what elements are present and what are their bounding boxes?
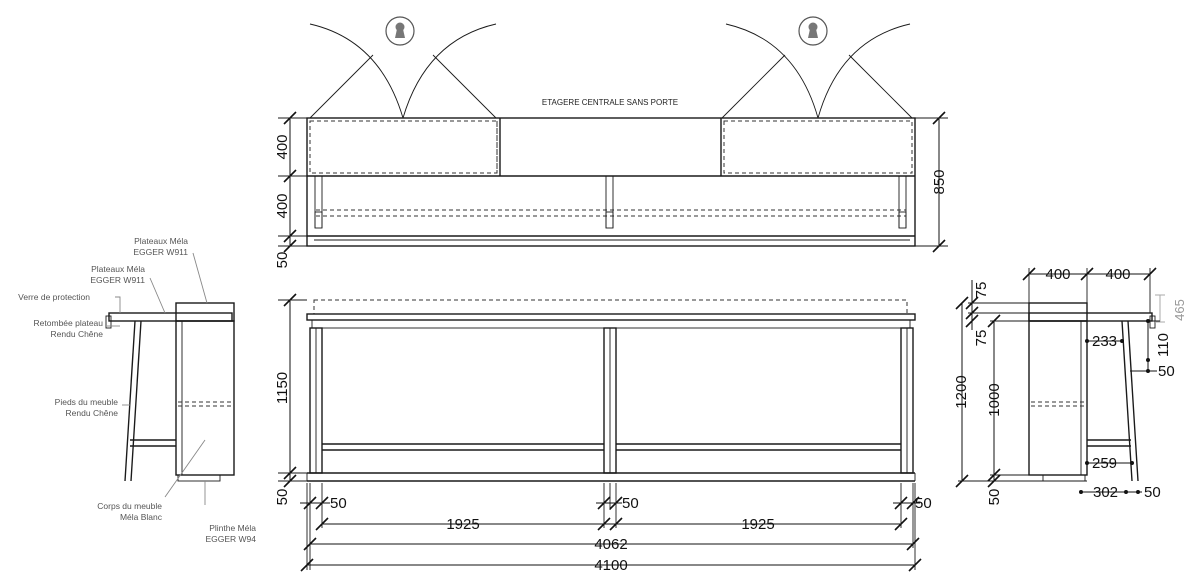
dim-50-sideright: 50 [1158, 363, 1175, 380]
dim-1000: 1000 [986, 383, 1003, 416]
label-pieds-line1: Pieds du meuble [55, 397, 119, 407]
label-corps-line2: Méla Blanc [120, 512, 163, 522]
dim-302: 302 [1093, 484, 1118, 501]
dim-50-right: 50 [915, 495, 932, 512]
dim-50-front: 50 [274, 489, 291, 506]
left-side-view: Plateaux Méla EGGER W911 Plateaux Méla E… [18, 236, 256, 544]
label-plateaux-1-line1: Plateaux Méla [134, 236, 188, 246]
dim-50-bottom: 50 [1144, 484, 1161, 501]
dim-400-lower: 400 [274, 193, 291, 218]
dim-75-second: 75 [973, 330, 990, 347]
keyhole-icon [385, 16, 415, 46]
label-plinthe-line1: Plinthe Méla [209, 523, 256, 533]
label-plateaux-2-line1: Plateaux Méla [91, 264, 145, 274]
dim-50-top: 50 [274, 252, 291, 269]
label-retombee-line2: Rendu Chêne [51, 329, 104, 339]
label-plateaux-2-line2: EGGER W911 [90, 275, 145, 285]
label-pieds-line2: Rendu Chêne [66, 408, 119, 418]
dim-4100: 4100 [594, 557, 627, 574]
door-swing-right [721, 23, 913, 119]
right-side-view: 75 75 1200 1000 50 400 400 465 233 [953, 266, 1187, 505]
top-view-outline [306, 117, 916, 247]
dim-400-left: 400 [1045, 266, 1070, 283]
door-swing-left [309, 23, 497, 119]
dim-50-side: 50 [986, 489, 1003, 506]
top-view: ETAGERE CENTRALE SANS PORTE [274, 16, 948, 269]
label-plateaux-1-line2: EGGER W911 [133, 247, 188, 257]
dim-259: 259 [1092, 455, 1117, 472]
dim-400-upper: 400 [274, 134, 291, 159]
label-retombee-line1: Retombée plateau [34, 318, 104, 328]
keyhole-icon [798, 16, 828, 46]
dim-233: 233 [1092, 333, 1117, 350]
center-shelf-note: ETAGERE CENTRALE SANS PORTE [542, 98, 678, 107]
dim-1925-left: 1925 [446, 516, 479, 533]
label-corps-line1: Corps du meuble [97, 501, 162, 511]
front-view: 1150 50 50 50 50 1925 1925 4062 [274, 293, 932, 574]
dim-850: 850 [931, 169, 948, 194]
dim-75-top: 75 [973, 282, 990, 299]
dim-4062: 4062 [594, 536, 627, 553]
label-plinthe-line2: EGGER W94 [205, 534, 256, 544]
dim-400-right: 400 [1105, 266, 1130, 283]
label-verre: Verre de protection [18, 292, 90, 302]
dim-50-mid: 50 [622, 495, 639, 512]
dim-1150: 1150 [274, 372, 291, 404]
dim-110: 110 [1155, 333, 1172, 357]
dim-50-left: 50 [330, 495, 347, 512]
dim-1200: 1200 [953, 375, 970, 408]
dim-465: 465 [1172, 299, 1187, 321]
dim-1925-right: 1925 [741, 516, 774, 533]
